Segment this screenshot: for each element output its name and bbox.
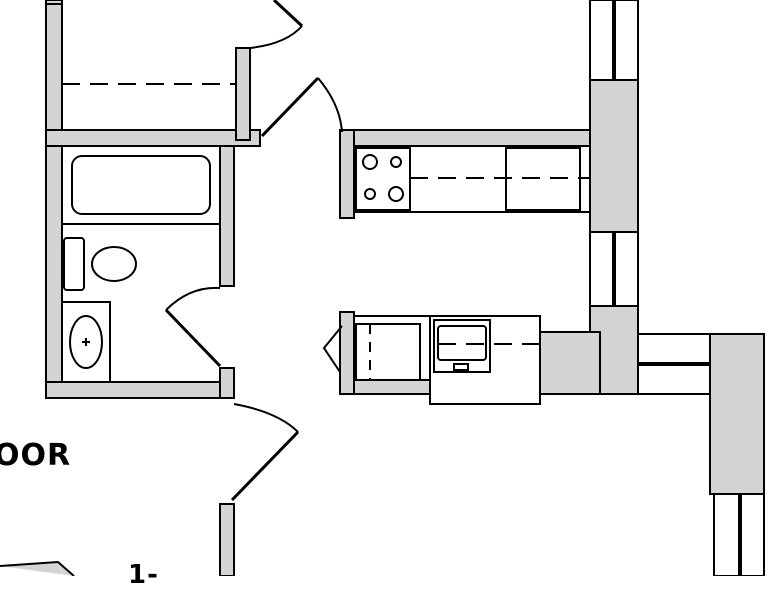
burner-4: [388, 186, 404, 202]
kitchen-top-wall: [339, 129, 597, 147]
pantry-cabinet: [355, 323, 421, 381]
upper-counter-cabinet: [505, 147, 581, 211]
upper-door-arc: [249, 25, 303, 49]
partial-shape-bottom-left: [0, 560, 75, 576]
closet-door-arc: [317, 77, 343, 133]
room-label-partial: 1‑: [128, 560, 159, 590]
upper-door: [272, 0, 304, 28]
burner-2: [390, 156, 402, 168]
hallway-left-wall-lower: [219, 503, 235, 576]
toilet-bowl: [91, 246, 137, 282]
far-right-wall: [709, 333, 765, 495]
right-wall-column-upper: [589, 79, 639, 233]
pantry-door: [322, 325, 343, 373]
upper-left-wall: [45, 0, 63, 5]
bathroom-right-wall-upper: [219, 145, 235, 287]
kitchen-left-wall-upper: [339, 129, 355, 219]
kitchen-faucet: [453, 363, 469, 371]
burner-1: [362, 154, 378, 170]
bathtub-basin: [71, 155, 211, 215]
room-label-door: OOR: [0, 438, 72, 473]
bathroom-bottom-wall: [45, 381, 235, 399]
bathroom-door: [164, 308, 222, 368]
bathroom-right-wall-lower: [219, 367, 235, 399]
bathroom-door-arc: [165, 286, 221, 311]
closet-right-wall: [235, 47, 251, 141]
kitchen-left-wall-lower: [339, 311, 355, 395]
entry-door-arc: [233, 403, 299, 433]
toilet-tank: [63, 237, 85, 291]
kitchen-lower-right-wall: [539, 331, 601, 395]
left-exterior-wall: [45, 0, 63, 399]
entry-door: [230, 430, 300, 502]
burner-3: [364, 188, 376, 200]
floor-plan: [0, 0, 765, 576]
closet-door: [260, 76, 320, 138]
closet-bathroom-wall: [45, 129, 261, 147]
